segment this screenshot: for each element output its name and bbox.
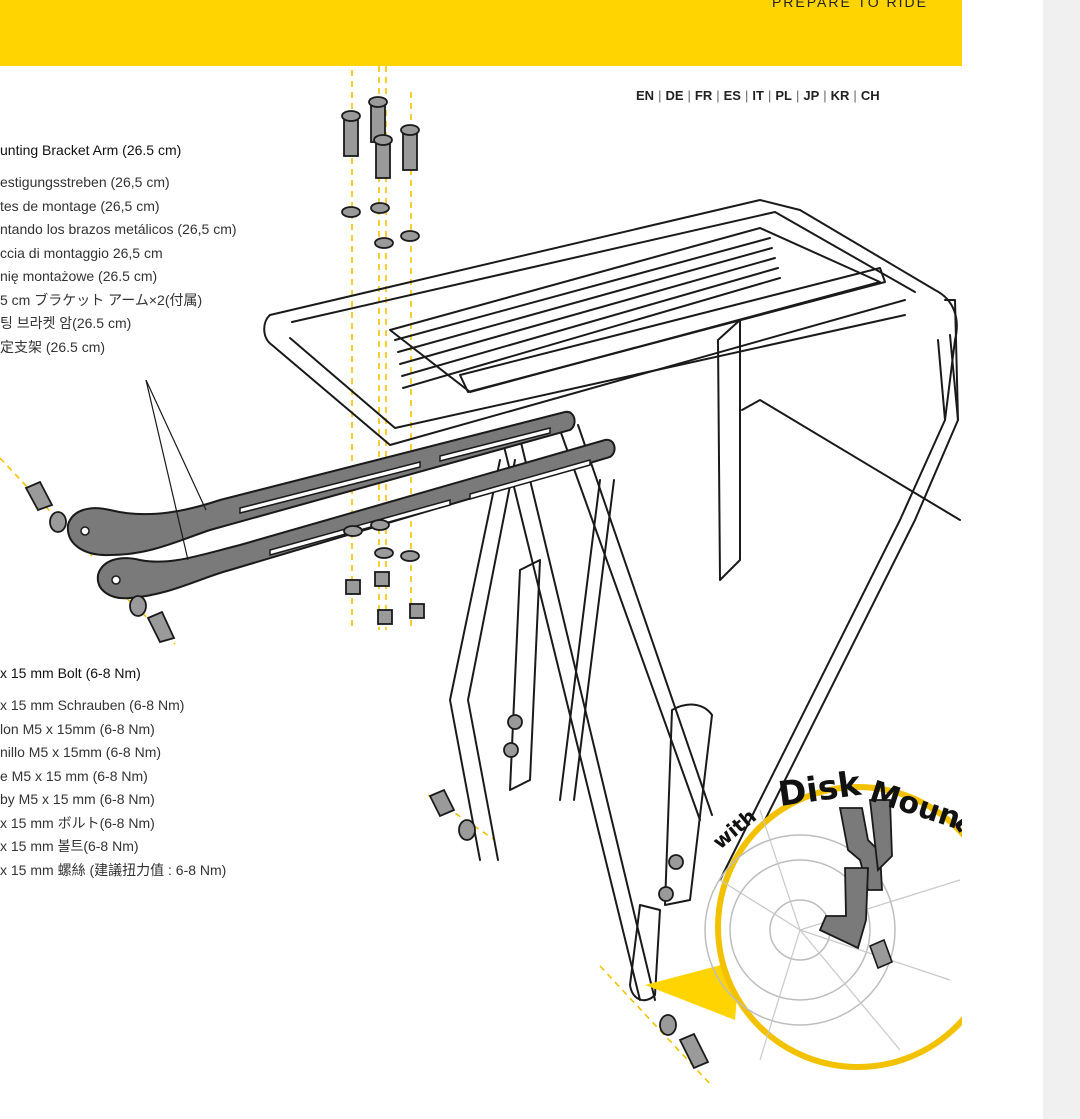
lang-jp[interactable]: JP <box>803 88 820 103</box>
side-panel <box>1043 0 1080 1119</box>
header-band: PREPARE TO RIDE <box>0 0 962 66</box>
callout-leader-lines <box>145 379 207 561</box>
lang-separator: | <box>658 88 662 103</box>
bolt-translation-es: nillo M5 x 15mm (6-8 Nm) <box>0 744 162 760</box>
lang-separator: | <box>716 88 720 103</box>
bracket-slots <box>80 427 591 585</box>
rack-assembly-illustration: with Disk Moun ts <box>0 66 962 1087</box>
lang-separator: | <box>823 88 827 103</box>
bolt-title: x 15 mm Bolt (6-8 Nm) <box>0 665 141 681</box>
lang-separator: | <box>853 88 857 103</box>
lang-separator: | <box>744 88 749 103</box>
bracket-arm-translation-ch: 定支架 (26.5 cm) <box>0 338 106 355</box>
lang-separator: | <box>687 88 691 103</box>
bracket-arm-translation-es: ntando los brazos metálicos (26,5 cm) <box>0 221 237 237</box>
bolt-translation-fr: lon M5 x 15mm (6-8 Nm) <box>0 720 155 737</box>
bolt-translation-kr: x 15 mm 볼트(6-8 Nm) <box>0 838 139 854</box>
lang-es[interactable]: ES <box>723 88 741 103</box>
lang-de[interactable]: DE <box>665 88 684 103</box>
bracket-arm-translation-jp: 5 cm ブラケット アーム×2(付属) <box>0 291 203 308</box>
bracket-arm-translation-it: ccia di montaggio 26,5 cm <box>0 244 163 261</box>
lang-ch[interactable]: CH <box>860 88 880 103</box>
lang-pl[interactable]: PL <box>775 88 792 103</box>
bolt-translation-de: x 15 mm Schrauben (6-8 Nm) <box>0 697 185 713</box>
rack-frame <box>263 199 961 1002</box>
disk-mount-detail <box>645 784 962 1070</box>
bolt-translation-it: e M5 x 15 mm (6-8 Nm) <box>0 767 148 784</box>
lang-kr[interactable]: KR <box>830 88 850 103</box>
bolt-label: x 15 mm Bolt (6-8 Nm) x 15 mm Schrauben … <box>0 664 320 882</box>
lang-fr[interactable]: FR <box>694 88 713 103</box>
bolt-translation-jp: x 15 mm ボルト(6-8 Nm) <box>0 814 155 831</box>
bolt-translation-pl: by M5 x 15 mm (6-8 Nm) <box>0 791 155 807</box>
header-tagline: PREPARE TO RIDE <box>771 0 928 10</box>
lang-en[interactable]: EN <box>636 88 655 103</box>
bracket-arm-translation-pl: nię montażowe (26.5 cm) <box>0 268 158 284</box>
bracket-arm-translation-de: estigungsstreben (26,5 cm) <box>0 174 170 190</box>
hardware-bolts-washers <box>24 96 710 1070</box>
bracket-arm-label: unting Bracket Arm (26.5 cm) estigungsst… <box>0 141 330 359</box>
bracket-arm-translation-fr: tes de montage (26,5 cm) <box>0 197 160 214</box>
bracket-arm-translation-kr: 팅 브라켓 암(26.5 cm) <box>0 315 132 331</box>
lang-separator: | <box>767 88 772 103</box>
lang-separator: | <box>795 88 800 103</box>
language-selector: EN|DE|FR|ES|IT|PL|JP|KR|CH <box>636 88 916 103</box>
lang-it[interactable]: IT <box>752 88 764 103</box>
mounting-bracket-arms <box>66 410 616 600</box>
bracket-arm-title: unting Bracket Arm (26.5 cm) <box>0 142 182 158</box>
bolt-translation-ch: x 15 mm 螺絲 (建議扭力值 : 6-8 Nm) <box>0 861 227 878</box>
